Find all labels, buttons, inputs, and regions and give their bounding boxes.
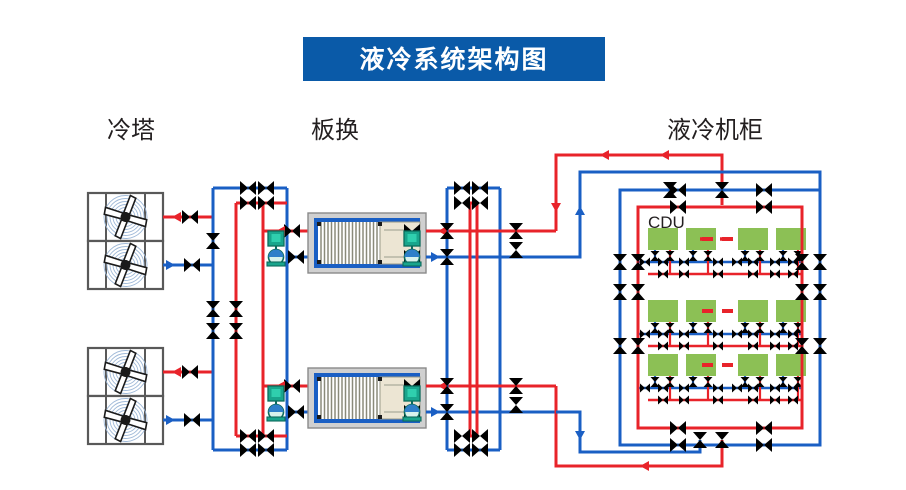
valve (240, 443, 256, 457)
flow-arrow-red (172, 367, 181, 377)
valve (795, 284, 809, 300)
valve (288, 405, 304, 419)
valve (756, 183, 772, 197)
pump (266, 230, 286, 267)
flow-arrow-red (172, 212, 181, 222)
pump (266, 385, 286, 422)
valve (472, 181, 488, 195)
valve (184, 413, 200, 427)
server-block (738, 228, 768, 250)
valve (454, 429, 470, 443)
flow-arrow-blue (166, 260, 175, 270)
server-block (686, 300, 716, 322)
flow-arrow-red (600, 150, 609, 160)
valve (670, 438, 686, 452)
rack-row (638, 300, 806, 351)
valve (258, 443, 274, 457)
valve (756, 200, 772, 214)
valve (454, 196, 470, 210)
server-block (686, 354, 716, 376)
valve (229, 323, 243, 339)
section-label-cooling-tower: 冷塔 (107, 116, 155, 144)
valve (288, 250, 304, 264)
valve (206, 301, 220, 317)
section-label-liquid-cooled-rack: 液冷机柜 (667, 116, 763, 144)
server-block (776, 354, 806, 376)
valve (258, 429, 274, 443)
valve (472, 443, 488, 457)
valve (631, 284, 645, 300)
valve (240, 181, 256, 195)
valve (472, 196, 488, 210)
cooling-tower-group-top (86, 188, 165, 294)
valve (184, 258, 200, 272)
valve (613, 284, 627, 300)
rack-expansion-dashes (722, 237, 733, 367)
flow-arrow-red (551, 203, 561, 212)
valve (472, 429, 488, 443)
rack-row (638, 228, 806, 279)
flow-arrow-blue (575, 206, 585, 215)
valve (454, 443, 470, 457)
valve (206, 233, 220, 249)
server-block (648, 354, 678, 376)
section-label-plate-heat-exchanger: 板换 (311, 116, 359, 144)
server-block (776, 228, 806, 250)
valve (240, 429, 256, 443)
flow-arrow-blue (431, 252, 440, 262)
valve (613, 338, 627, 354)
title-banner: 液冷系统架构图 (303, 37, 605, 81)
rack-side-risers (618, 190, 822, 445)
valve (670, 421, 686, 435)
valve (182, 365, 198, 379)
flow-arrow-blue (575, 431, 585, 440)
pipe-network-mid (426, 186, 556, 452)
valve (182, 210, 198, 224)
pipe-network-left (163, 186, 310, 452)
cooling-tower-cell (86, 391, 165, 449)
valve (813, 338, 827, 354)
server-block (738, 300, 768, 322)
rack-expansion-dashes (702, 237, 713, 367)
server-block (648, 228, 678, 250)
valve (613, 254, 627, 270)
cooling-tower-group-bottom (86, 343, 165, 449)
valve (813, 284, 827, 300)
valve (284, 224, 300, 238)
server-block (738, 354, 768, 376)
valve (756, 421, 772, 435)
server-block (648, 300, 678, 322)
cooling-tower-cell (86, 236, 165, 294)
valve (258, 181, 274, 195)
rack-row (638, 354, 806, 405)
server-block (776, 300, 806, 322)
flow-arrow-blue (431, 407, 440, 417)
valve (670, 200, 686, 214)
valve (813, 254, 827, 270)
flow-arrow-red (660, 150, 669, 160)
valve (454, 181, 470, 195)
valve (229, 301, 243, 317)
pipe-network-rack-feed (554, 153, 822, 468)
valve (284, 379, 300, 393)
page-title: 液冷系统架构图 (359, 44, 549, 74)
valve (756, 438, 772, 452)
cdu-label: CDU (648, 213, 685, 232)
valve (258, 196, 274, 210)
cooling-tower-cell (86, 343, 165, 401)
flow-arrow-blue (166, 415, 175, 425)
cooling-tower-cell (86, 188, 165, 246)
valve (631, 338, 645, 354)
valve (240, 196, 256, 210)
valve (206, 323, 220, 339)
flow-arrow-red (640, 461, 649, 471)
